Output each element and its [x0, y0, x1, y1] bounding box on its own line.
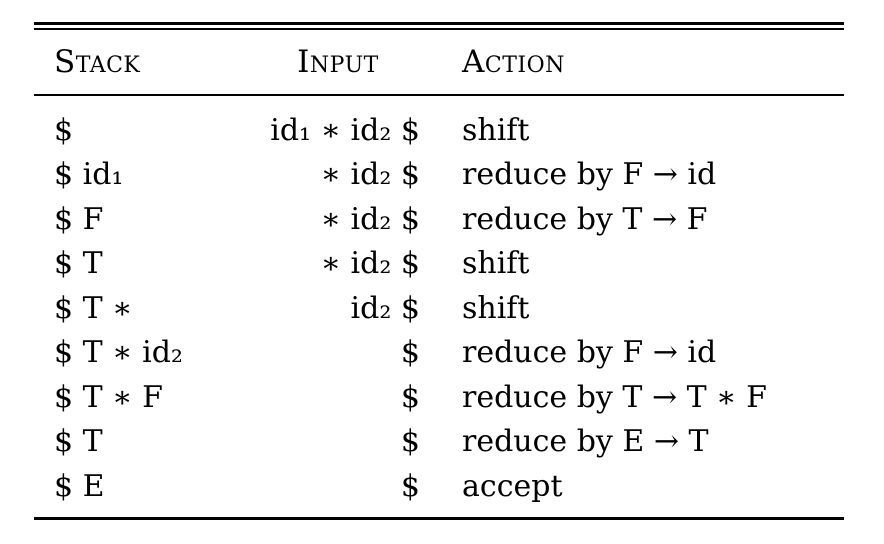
stack-cell: $	[54, 112, 74, 148]
parse-table: Stack Input Action $ id₁ ∗ id₂ $ shift $…	[34, 22, 844, 520]
input-cell: $	[400, 379, 420, 415]
input-cell: $	[400, 468, 420, 504]
input-cell: ∗ id₂ $	[320, 246, 420, 282]
stack-cell: $ T ∗ F	[54, 379, 163, 415]
input-cell: id₁ ∗ id₂ $	[270, 112, 420, 148]
header-row: Stack Input Action	[34, 30, 844, 94]
table-row: $ T ∗ F $ reduce by T → T ∗ F	[34, 375, 844, 420]
stack-cell: $ E	[54, 468, 105, 504]
bottom-rule	[34, 516, 844, 520]
table-row: $ T ∗ id₂ $ reduce by F → id	[34, 331, 844, 376]
action-cell: reduce by T → T ∗ F	[462, 379, 767, 415]
top-rule	[34, 22, 844, 25]
table-row: $ E $ accept	[34, 464, 844, 509]
action-cell: reduce by F → id	[462, 335, 717, 371]
stack-cell: $ T ∗ id₂	[54, 335, 183, 371]
header-stack: Stack	[54, 44, 141, 80]
table-row: $ id₁ ∗ id₂ $ shift	[34, 108, 844, 153]
table-row: $ T ∗ id₂ $ shift	[34, 286, 844, 331]
input-cell: id₂ $	[350, 290, 420, 326]
input-cell: ∗ id₂ $	[320, 201, 420, 237]
stack-cell: $ T ∗	[54, 290, 133, 326]
table-row: $ T ∗ id₂ $ shift	[34, 242, 844, 287]
table-row: $ T $ reduce by E → T	[34, 420, 844, 465]
input-cell: $	[400, 424, 420, 460]
action-cell: shift	[462, 246, 530, 282]
top-rule-inner	[34, 28, 844, 30]
action-cell: reduce by F → id	[462, 157, 717, 193]
input-cell: $	[400, 335, 420, 371]
action-cell: accept	[462, 468, 563, 504]
action-cell: shift	[462, 112, 530, 148]
header-action: Action	[462, 44, 565, 80]
stack-cell: $ F	[54, 201, 104, 237]
header-input: Input	[297, 44, 379, 80]
header-rule	[34, 94, 844, 96]
action-cell: reduce by T → F	[462, 201, 708, 237]
stack-cell: $ id₁	[54, 157, 124, 193]
table-row: $ id₁ ∗ id₂ $ reduce by F → id	[34, 153, 844, 198]
action-cell: shift	[462, 290, 530, 326]
table-body: $ id₁ ∗ id₂ $ shift $ id₁ ∗ id₂ $ reduce…	[34, 96, 844, 515]
stack-cell: $ T	[54, 424, 103, 460]
stack-cell: $ T	[54, 246, 103, 282]
action-cell: reduce by E → T	[462, 424, 709, 460]
table-row: $ F ∗ id₂ $ reduce by T → F	[34, 197, 844, 242]
input-cell: ∗ id₂ $	[320, 157, 420, 193]
